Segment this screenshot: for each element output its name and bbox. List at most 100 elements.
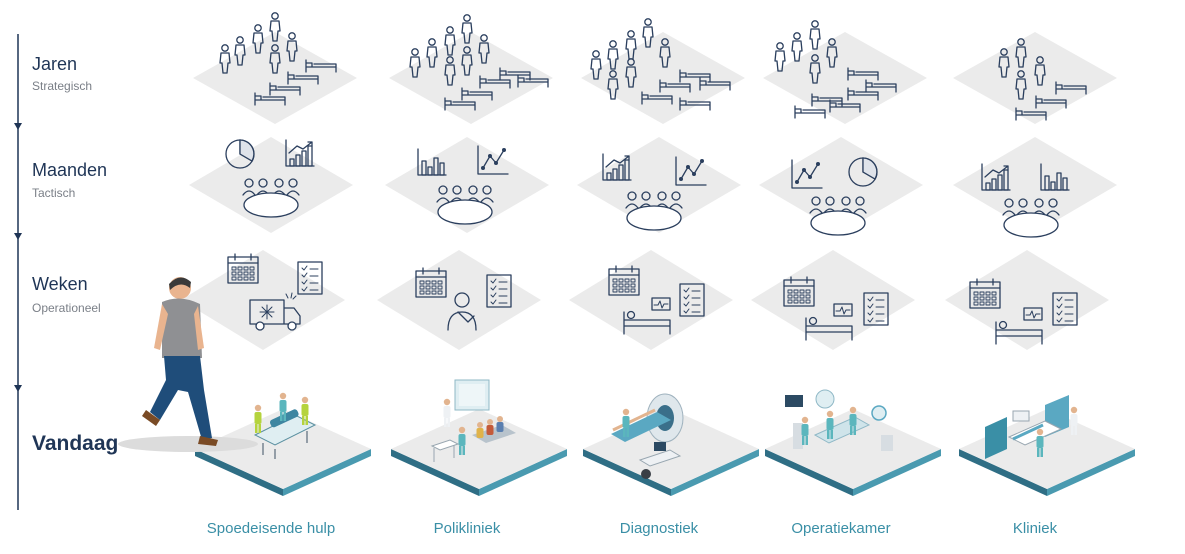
person-icon bbox=[659, 38, 671, 68]
bed-icon bbox=[847, 67, 879, 81]
planning-tile bbox=[759, 137, 923, 233]
bed-icon bbox=[641, 91, 673, 105]
timeline-axis bbox=[14, 34, 22, 510]
bed-icon bbox=[847, 87, 879, 101]
department-label-clinic: Kliniek bbox=[1012, 520, 1058, 537]
person-icon bbox=[461, 14, 473, 44]
patient-bed-monitor-icon bbox=[623, 297, 671, 335]
person-icon bbox=[809, 20, 821, 50]
bed-icon bbox=[1055, 81, 1087, 95]
meeting-table-icon bbox=[242, 178, 300, 218]
person-icon bbox=[826, 38, 838, 68]
bed-icon bbox=[1015, 107, 1047, 121]
checklist-icon bbox=[1052, 292, 1078, 326]
person-icon bbox=[774, 42, 786, 72]
person-icon bbox=[269, 12, 281, 42]
mri-scanner bbox=[611, 393, 684, 443]
meeting-table-icon bbox=[436, 185, 494, 225]
person-icon bbox=[1034, 56, 1046, 86]
bed-icon bbox=[444, 97, 476, 111]
bed-icon bbox=[269, 82, 301, 96]
department-label-diagnostics: Diagnostiek bbox=[619, 520, 699, 537]
person-icon bbox=[478, 34, 490, 64]
department-label-outpatient: Polikliniek bbox=[433, 520, 501, 537]
doctor-figure bbox=[279, 392, 287, 421]
ward-illustration bbox=[985, 395, 1069, 459]
calendar-icon bbox=[608, 265, 640, 296]
line-chart-icon bbox=[477, 145, 509, 175]
surgeon-figure bbox=[826, 410, 834, 439]
person-icon bbox=[809, 54, 821, 84]
growth-chart-icon bbox=[981, 163, 1011, 191]
department-label-operating-room: Operatiekamer bbox=[791, 520, 891, 537]
line-chart-icon bbox=[791, 159, 823, 189]
checklist-icon bbox=[297, 261, 323, 295]
planning-tile bbox=[193, 32, 357, 124]
growth-chart-icon bbox=[602, 153, 632, 181]
arrow-down-icon bbox=[14, 385, 22, 392]
row-title-weeks: Weken bbox=[32, 274, 88, 294]
doctor-figure bbox=[443, 398, 451, 427]
paramedic-figure bbox=[301, 396, 309, 425]
department-floor-tile bbox=[195, 409, 371, 496]
walking-man-figure bbox=[118, 277, 258, 452]
meeting-table-icon bbox=[1002, 198, 1060, 238]
calendar-icon bbox=[969, 278, 1001, 309]
bed-icon bbox=[679, 69, 711, 83]
person-icon bbox=[444, 56, 456, 86]
planning-tile bbox=[763, 32, 927, 124]
pie-chart-icon bbox=[225, 139, 255, 169]
bed-icon bbox=[811, 93, 843, 107]
pie-chart-icon bbox=[848, 157, 878, 187]
calendar-icon bbox=[783, 276, 815, 307]
surgeon-figure bbox=[801, 416, 809, 445]
person-icon bbox=[607, 40, 619, 70]
person-icon bbox=[1015, 70, 1027, 100]
planning-tile bbox=[377, 250, 541, 350]
calendar-icon bbox=[227, 253, 259, 284]
person-icon bbox=[642, 18, 654, 48]
planning-tile bbox=[953, 32, 1117, 124]
planning-tile bbox=[389, 32, 553, 124]
growth-chart-icon bbox=[285, 139, 315, 167]
row-title-today: Vandaag bbox=[32, 432, 119, 455]
surgeon-figure bbox=[849, 406, 857, 435]
person-icon bbox=[998, 48, 1010, 78]
bed-icon bbox=[517, 74, 549, 88]
meeting-table-icon bbox=[809, 196, 867, 236]
person-icon bbox=[461, 46, 473, 76]
arrow-down-icon bbox=[14, 123, 22, 130]
department-label-emergency: Spoedeisende hulp bbox=[206, 520, 336, 537]
row-title-months: Maanden bbox=[32, 160, 108, 180]
person-icon bbox=[252, 24, 264, 54]
bed-icon bbox=[461, 87, 493, 101]
bed-icon bbox=[679, 97, 711, 111]
department-floor-tile bbox=[765, 409, 941, 496]
person-icon bbox=[607, 70, 619, 100]
arrow-down-icon bbox=[14, 233, 22, 240]
control-desk bbox=[638, 442, 682, 479]
department-floor-tile bbox=[391, 409, 567, 496]
row-subtitle-strategic: Strategisch bbox=[32, 79, 93, 93]
person-icon bbox=[219, 44, 231, 74]
person-icon bbox=[234, 36, 246, 66]
meeting-table-icon bbox=[625, 191, 683, 231]
person-icon bbox=[590, 50, 602, 80]
row-subtitle-tactical: Tactisch bbox=[32, 186, 76, 200]
bed-icon bbox=[287, 71, 319, 85]
bed-icon bbox=[499, 67, 531, 81]
bed-icon bbox=[659, 79, 691, 93]
checklist-icon bbox=[679, 283, 705, 317]
bed-icon bbox=[699, 77, 731, 91]
checklist-icon bbox=[863, 292, 889, 326]
waiting-chairs bbox=[472, 416, 516, 443]
ambulance-icon bbox=[249, 292, 301, 331]
planning-tile bbox=[189, 137, 353, 233]
bed-icon bbox=[479, 75, 511, 89]
person-icon bbox=[426, 38, 438, 68]
nurse-figure bbox=[1036, 428, 1044, 457]
bed-icon bbox=[254, 92, 286, 106]
technician-figure bbox=[622, 408, 630, 437]
